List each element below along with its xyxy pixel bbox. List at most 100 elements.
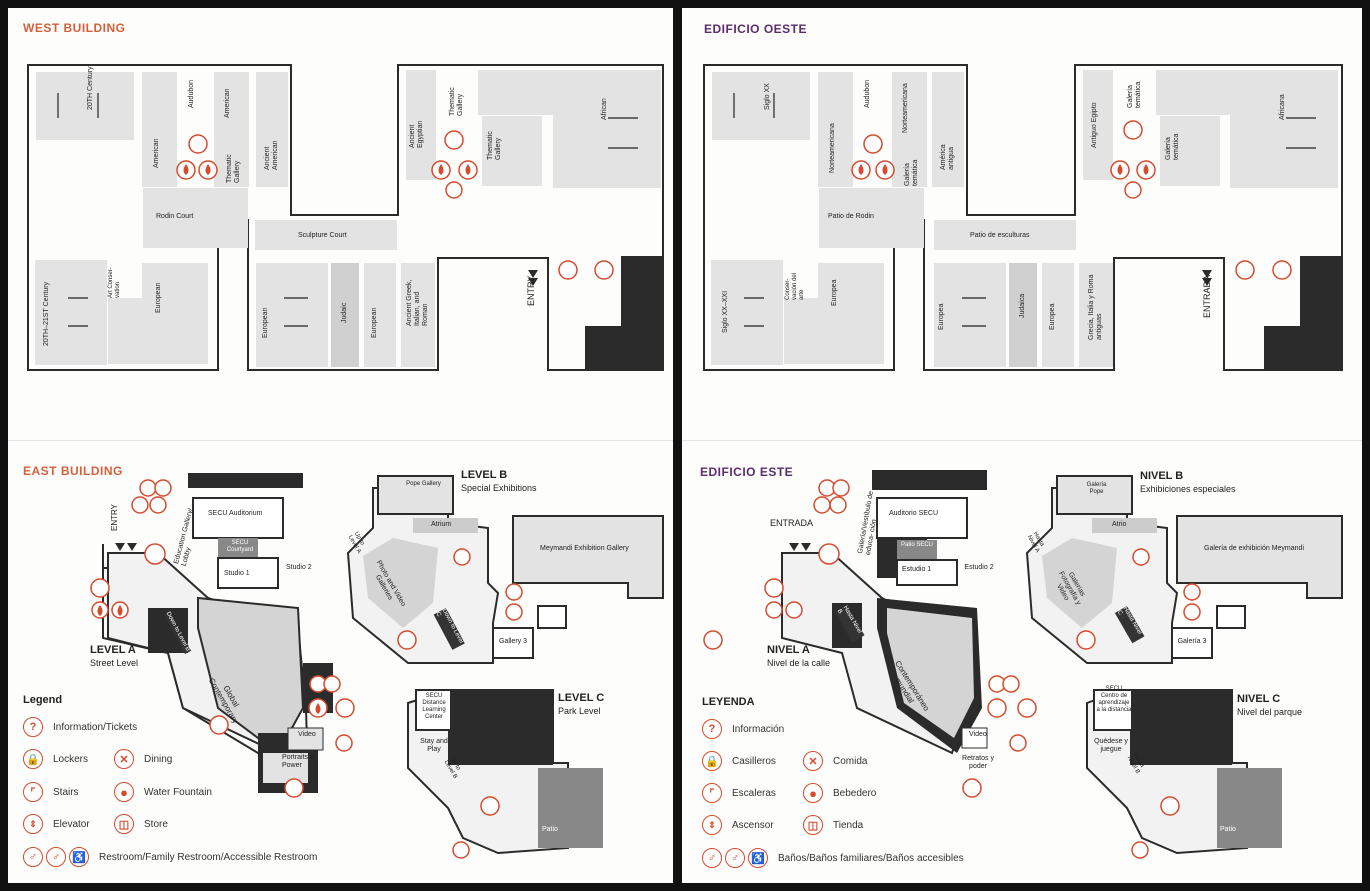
room-european-2 (256, 263, 328, 367)
room-20-21-century (35, 260, 107, 365)
legend-item-stairs: ⌜Escaleras (702, 783, 776, 803)
entry-label: ENTRY (526, 275, 536, 306)
room-label: Retratos y poder (962, 755, 994, 770)
room-label: América antigua (940, 144, 955, 170)
room-label: Pope Gallery (406, 481, 441, 487)
room-label: Patio de esculturas (970, 232, 1030, 239)
room-label: Estudio 1 (902, 566, 932, 573)
accessible-restroom-icon: ♿ (748, 848, 768, 868)
room-label: European (371, 307, 378, 338)
room-label: SECU Distance Learning Center (422, 693, 446, 720)
room-label: Audubon (864, 79, 871, 108)
room-ancient-greek (401, 263, 435, 367)
room-label: Europea (831, 279, 838, 306)
pope-gallery (377, 475, 454, 515)
room-label: Studio 2 (286, 564, 312, 571)
restroom-icon: ♂ (702, 848, 722, 868)
family-restroom-icon: ♂ (725, 848, 745, 868)
room-label: Video (969, 731, 987, 738)
stairs-icon: ⌜ (702, 783, 722, 803)
room-european-top (142, 263, 208, 298)
room-label: 20TH–21ST Century (43, 281, 50, 346)
fork-knife-icon: ✕ (803, 751, 823, 771)
secu-auditorium (192, 497, 284, 539)
meymandi-gallery (512, 515, 664, 599)
legend-item-dining: ✕Comida (803, 751, 867, 771)
east-building-title: EAST BUILDING (23, 464, 123, 478)
elevator-icon: ⇕ (702, 815, 722, 835)
question-icon: ? (702, 719, 722, 739)
legend-item-store: ◫Store (114, 814, 168, 834)
room-label: Patio (542, 826, 558, 833)
legend-item-elevator: ⇕Elevator (23, 814, 90, 834)
room-american-2 (214, 72, 249, 187)
room-rodin-court (143, 188, 248, 248)
west-building-title: WEST BUILDING (23, 21, 126, 35)
room-european (108, 298, 208, 364)
room-african (553, 70, 661, 188)
room-label: Stay and Play (420, 738, 448, 753)
water-drop-icon: ● (803, 783, 823, 803)
room-label: Antiguo Egipto (1091, 102, 1098, 148)
room-label: Galería temática (904, 159, 919, 186)
room-label: SECU Centro de aprendizaje a la distanci… (1096, 686, 1132, 713)
room-twentieth-century (36, 72, 134, 140)
room-label: SECU Auditorium (208, 510, 263, 517)
room-label: Video (298, 731, 316, 738)
map-sheet-english: WEST BUILDING (8, 8, 673, 883)
room-label: Meymandi Exhibition Gallery (540, 545, 629, 552)
accessible-restroom-icon: ♿ (69, 847, 89, 867)
lock-icon: 🔒 (23, 749, 43, 769)
room-label: Portraits & Power (282, 754, 315, 769)
bag-icon: ◫ (803, 815, 823, 835)
room-label: Galería 3 (1177, 638, 1207, 645)
legend-title: LEYENDA (702, 696, 755, 708)
legend-item-store: ◫Tienda (803, 815, 863, 835)
room-label: Grecia, Italia y Roma antiguas (1088, 274, 1103, 340)
lock-icon: 🔒 (702, 751, 722, 771)
room-label: Norteamericana (902, 83, 909, 133)
legend-item-restroom: ♂♂♿Baños/Baños familiares/Baños accesibl… (702, 848, 964, 868)
water-drop-icon: ● (114, 782, 134, 802)
room-label: Gallery 3 (498, 638, 527, 645)
room-label: Art Conser- vation (108, 267, 121, 298)
room-label: Galería temática (1127, 81, 1142, 108)
legend-item-info: ?Información (702, 719, 784, 739)
room-label: Africana (1279, 94, 1286, 120)
family-restroom-icon: ♂ (46, 847, 66, 867)
room-label: Patio (1220, 826, 1236, 833)
room-label: Sculpture Court (298, 232, 347, 239)
west-building-title: EDIFICIO OESTE (704, 22, 808, 36)
room-thematic-gallery-3 (482, 116, 542, 186)
room-european-3 (364, 263, 396, 367)
fork-knife-icon: ✕ (114, 749, 134, 769)
question-icon: ? (23, 717, 43, 737)
fold-line (682, 440, 1362, 441)
room-label: Rodin Court (156, 213, 194, 220)
legend-item-dining: ✕Dining (114, 749, 172, 769)
room-label: Patio de Rodin (828, 213, 874, 220)
room-label: 20TH Century (87, 66, 94, 110)
room-label: Europea (1049, 303, 1056, 330)
room-label: Estudio 2 (964, 564, 994, 571)
room-label: Conser- vación del arte (785, 272, 805, 300)
room-label: Studio 1 (224, 570, 250, 577)
room-label: American (224, 88, 231, 118)
legend-item-water: ●Bebedero (803, 783, 876, 803)
room-label: SECU Courtyard (226, 540, 254, 553)
room-label: Thematic Gallery (487, 131, 502, 160)
west-building-map-es (703, 64, 1343, 859)
room-label: Judaic (341, 302, 348, 323)
room-ancient-egyptian (406, 70, 436, 180)
elevator-icon: ⇕ (23, 814, 43, 834)
room-ancient-american (256, 72, 288, 187)
room-sculpture-court (255, 220, 397, 250)
room-label: African (601, 98, 608, 120)
east-building-title: EDIFICIO ESTE (700, 465, 794, 479)
legend-item-stairs: ⌜Stairs (23, 782, 79, 802)
room-label: Galería temática (1165, 133, 1180, 160)
room-label: Thematic Gallery (449, 87, 464, 116)
legend-item-lockers: 🔒Lockers (23, 749, 88, 769)
